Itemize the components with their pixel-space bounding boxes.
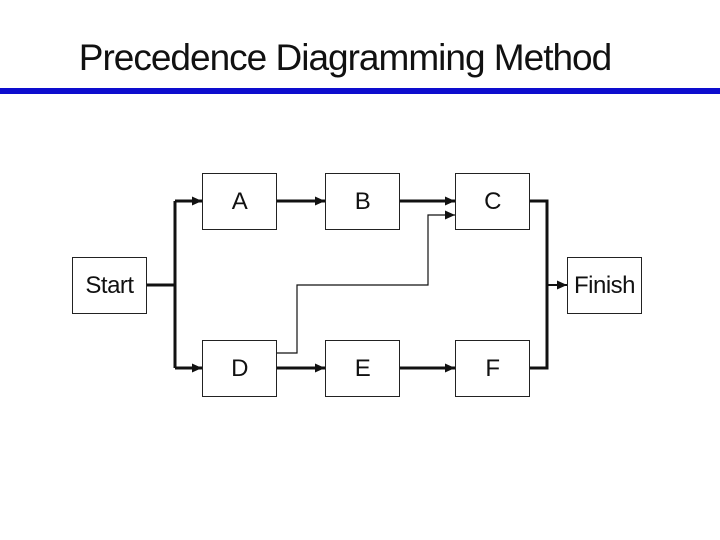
node-start: Start [72, 257, 147, 314]
edge-start-branch-rail [147, 201, 177, 368]
node-a: A [202, 173, 277, 230]
node-a-label: A [231, 187, 248, 215]
node-f: F [455, 340, 530, 397]
slide-title: Precedence Diagramming Method [78, 37, 612, 78]
node-finish-label: Finish [573, 271, 636, 299]
node-d-label: D [231, 354, 248, 382]
node-finish: Finish [567, 257, 642, 314]
node-c-label: C [484, 187, 501, 215]
node-b-label: B [354, 187, 371, 215]
node-d: D [202, 340, 277, 397]
node-c: C [455, 173, 530, 230]
edge-c-f-collector-rail [530, 199, 549, 370]
title-divider-line [0, 88, 720, 94]
node-e-label: E [354, 354, 371, 382]
node-start-label: Start [85, 271, 134, 299]
edge-d-to-c [277, 210, 455, 354]
node-e: E [325, 340, 400, 397]
node-b: B [325, 173, 400, 230]
node-f-label: F [485, 354, 500, 382]
